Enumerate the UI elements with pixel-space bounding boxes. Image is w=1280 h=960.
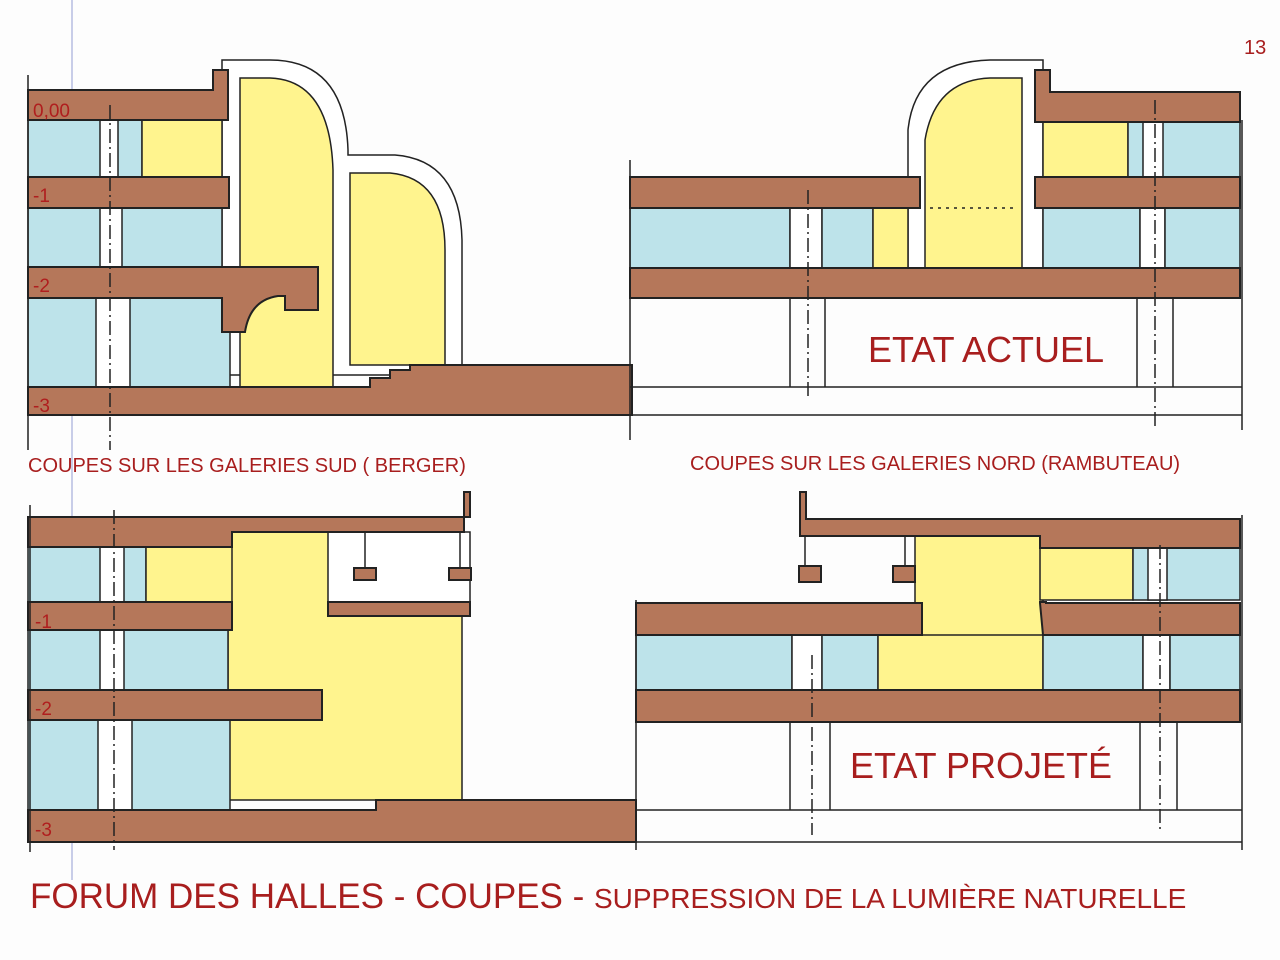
level-label-0: 0,00 [33,101,70,122]
title-sub: SUPPRESSION DE LA LUMIÈRE NATURELLE [594,883,1186,914]
sheet-title: FORUM DES HALLES - COUPES - SUPPRESSION … [30,877,1186,916]
level-label-1-projected: -1 [35,612,52,633]
level-label-1: -1 [33,186,50,207]
section-south-current [27,59,633,450]
state-label-current: ETAT ACTUEL [868,329,1104,370]
section-north-current [629,59,1243,440]
level-label-3-projected: -3 [35,820,52,841]
level-label-3: -3 [33,396,50,417]
page-number: 13 [1244,37,1266,59]
caption-south: COUPES SUR LES GALERIES SUD ( BERGER) [28,455,466,477]
level-label-2-projected: -2 [35,699,52,720]
section-south-projected [27,491,637,852]
section-north-projected [635,491,1243,850]
state-label-projected: ETAT PROJETÉ [850,745,1112,786]
title-main: FORUM DES HALLES - COUPES - [30,877,594,916]
caption-north: COUPES SUR LES GALERIES NORD (RAMBUTEAU) [690,453,1180,475]
level-label-2: -2 [33,276,50,297]
